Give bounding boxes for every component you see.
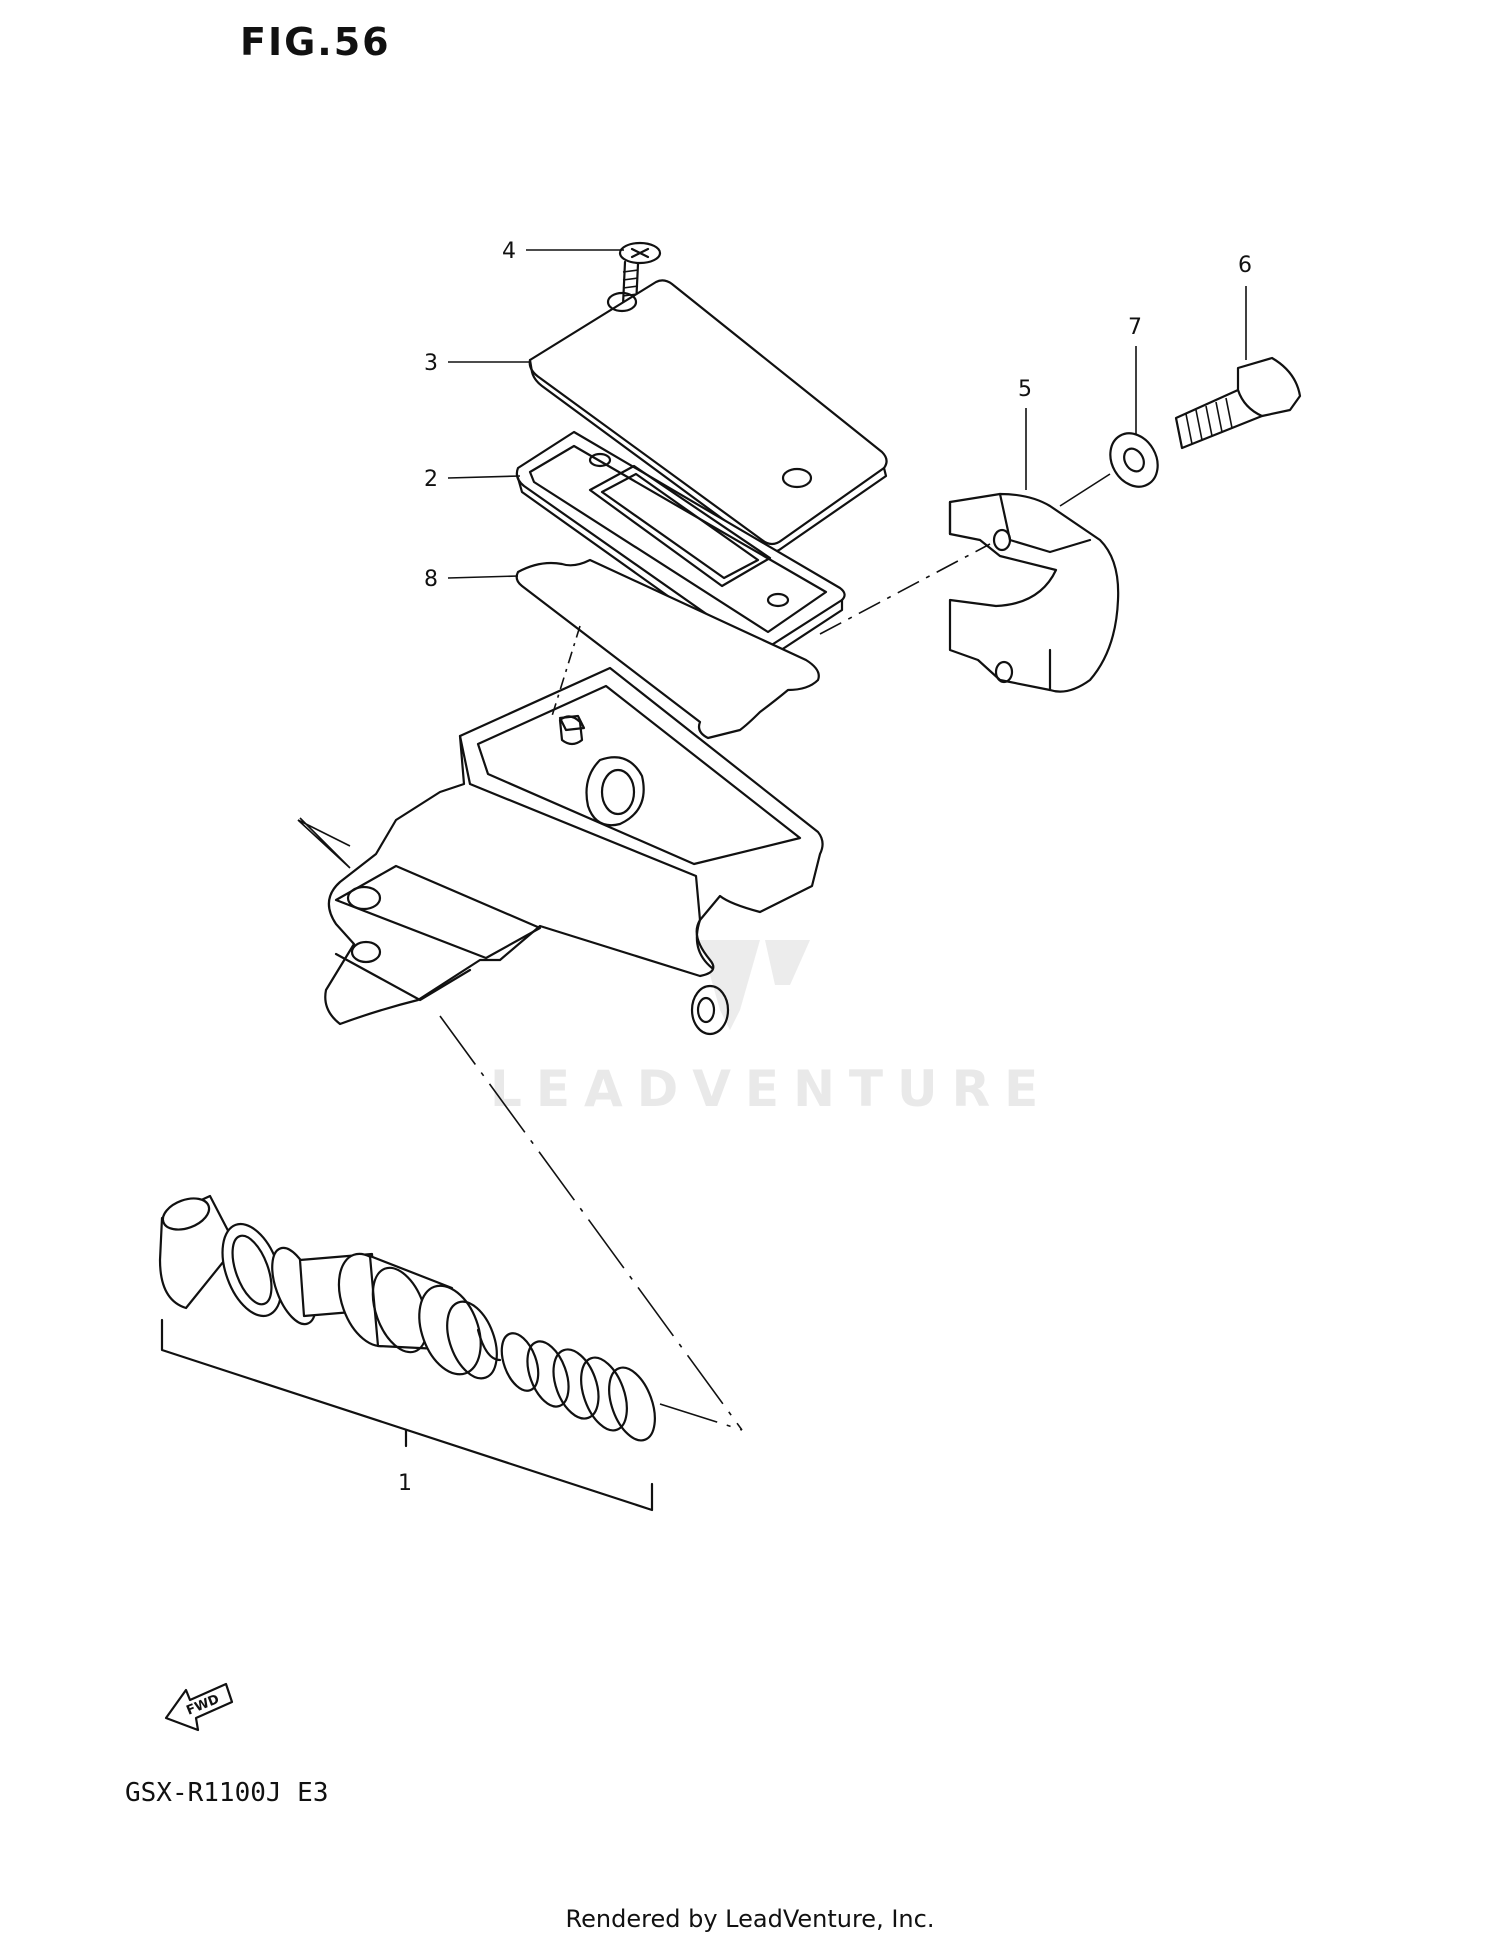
figure-title: FIG.56 xyxy=(240,20,391,64)
footer-credit: Rendered by LeadVenture, Inc. xyxy=(565,1905,935,1933)
fwd-arrow-icon: FWD xyxy=(164,1682,234,1732)
part-5-clamp xyxy=(948,492,1120,693)
watermark-text: LEADVENTURE xyxy=(490,1060,1053,1118)
part-6-bolt xyxy=(1174,356,1302,450)
callout-2: 2 xyxy=(424,467,438,492)
model-label: GSX-R1100J E3 xyxy=(125,1778,329,1808)
watermark-logo xyxy=(700,940,810,1030)
part-1-spring xyxy=(500,1332,656,1442)
part-7-washer xyxy=(1109,432,1159,488)
master-cylinder-body xyxy=(324,666,824,1036)
callout-6: 6 xyxy=(1238,253,1252,278)
guide-lines xyxy=(297,473,1111,1431)
callout-5: 5 xyxy=(1018,377,1032,402)
callout-1: 1 xyxy=(398,1471,412,1496)
part-8-plate xyxy=(515,558,820,740)
callout-7: 7 xyxy=(1128,315,1142,340)
callout-4: 4 xyxy=(502,239,516,264)
callout-8: 8 xyxy=(424,567,438,592)
part-1-piston-kit xyxy=(158,1194,656,1442)
callout-leaders xyxy=(405,249,1247,1442)
callout-3: 3 xyxy=(424,351,438,376)
